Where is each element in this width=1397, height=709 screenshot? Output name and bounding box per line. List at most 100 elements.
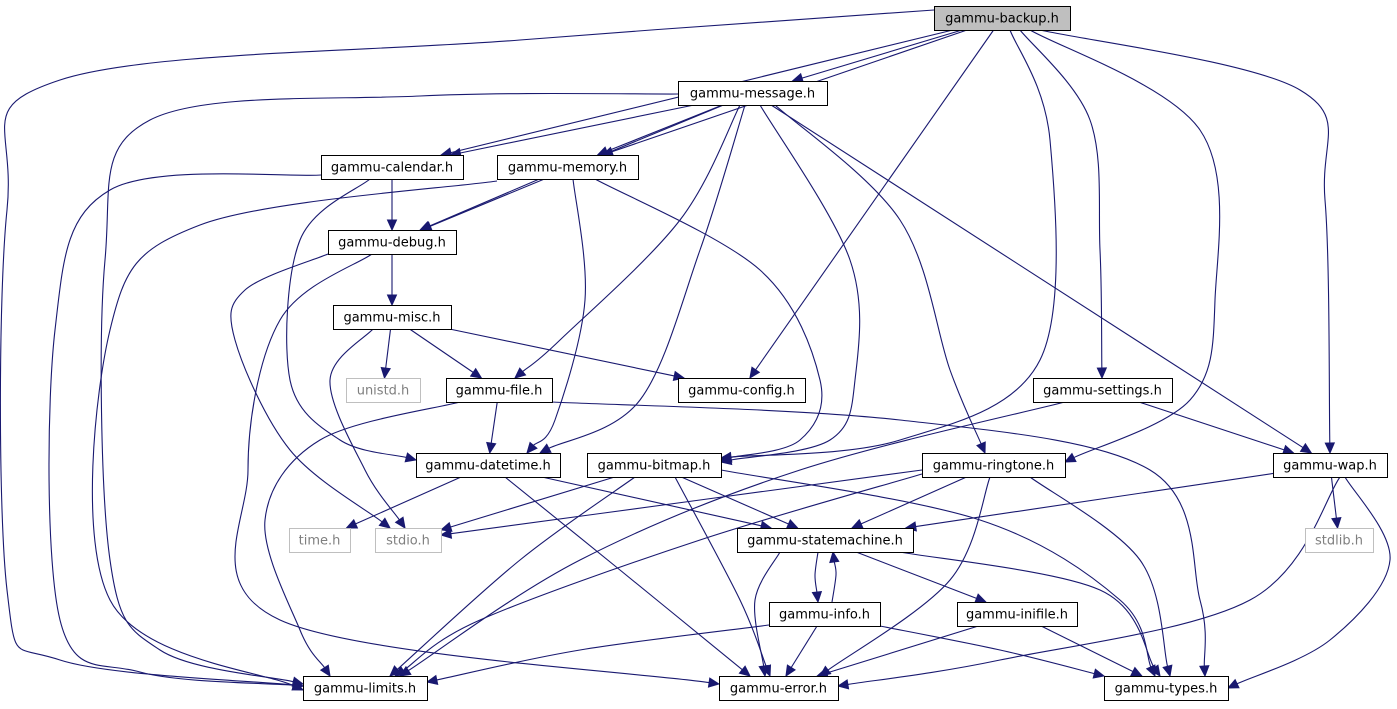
- edge-line: [594, 178, 823, 459]
- nodes-layer: gammu-backup.h gammu-message.h gammu-calen…: [289, 6, 1388, 701]
- edge-message-to-file: [514, 104, 741, 379]
- edge-debug-to-error: [234, 253, 721, 688]
- edge-line: [397, 476, 636, 670]
- node-statemachine[interactable]: gammu-statemachine.h: [737, 528, 914, 553]
- node-unistd: unistd.h: [346, 378, 421, 403]
- node-label: gammu-error.h: [730, 682, 827, 697]
- node-box: [333, 305, 452, 330]
- edge-statemachine-to-error: [753, 551, 781, 678]
- arrowhead: [380, 366, 391, 380]
- edge-line: [801, 29, 963, 79]
- edge-line: [408, 401, 1066, 672]
- arrowhead: [526, 441, 538, 454]
- node-box: [1033, 378, 1173, 403]
- edge-misc-to-config: [449, 328, 686, 382]
- node-box: [1104, 676, 1229, 701]
- edge-line: [1039, 29, 1331, 444]
- arrowhead: [1096, 367, 1108, 380]
- node-label: gammu-file.h: [456, 384, 543, 399]
- node-label: stdio.h: [386, 534, 430, 549]
- node-message[interactable]: gammu-message.h: [678, 81, 828, 106]
- edge-inifile-to-error: [816, 625, 979, 678]
- edge-line: [533, 178, 586, 446]
- edge-line: [504, 476, 743, 671]
- node-label: gammu-message.h: [690, 87, 815, 102]
- arrowhead: [976, 441, 986, 455]
- edge-line: [860, 476, 967, 525]
- edge-line: [879, 625, 1095, 675]
- node-config[interactable]: gammu-config.h: [678, 378, 806, 403]
- edge-line: [855, 551, 977, 599]
- edge-line: [264, 401, 461, 668]
- node-calendar[interactable]: gammu-calendar.h: [321, 155, 464, 180]
- edge-calendar-to-debug: [386, 179, 398, 232]
- edge-memory-to-debug: [418, 178, 540, 231]
- edge-backup-to-settings: [1019, 29, 1108, 380]
- arrowhead: [1130, 666, 1143, 677]
- node-wap[interactable]: gammu-wap.h: [1273, 453, 1388, 478]
- node-inifile[interactable]: gammu-inifile.h: [957, 602, 1078, 627]
- edge-line: [450, 476, 615, 528]
- edge-memory-to-limits: [91, 180, 498, 691]
- edge-misc-to-file: [409, 328, 483, 379]
- node-debug[interactable]: gammu-debug.h: [328, 230, 457, 255]
- edge-line: [1029, 29, 1221, 459]
- edge-line: [548, 104, 746, 449]
- edge-line: [847, 476, 1341, 685]
- edge-line: [329, 328, 400, 521]
- edge-bitmap-to-stdio: [439, 476, 615, 532]
- node-file[interactable]: gammu-file.h: [446, 378, 553, 403]
- edge-settings-to-wap: [1138, 401, 1295, 455]
- edge-misc-to-stdio: [329, 328, 406, 530]
- edge-backup-to-config: [749, 29, 995, 379]
- node-memory[interactable]: gammu-memory.h: [497, 155, 639, 180]
- edge-line: [436, 624, 770, 681]
- edge-line: [770, 104, 1304, 449]
- node-label: stdlib.h: [1315, 534, 1363, 549]
- node-backup[interactable]: gammu-backup.h: [934, 6, 1071, 31]
- node-error[interactable]: gammu-error.h: [719, 676, 839, 701]
- node-bitmap[interactable]: gammu-bitmap.h: [587, 453, 722, 478]
- edge-message-to-datetime: [538, 104, 746, 454]
- edge-line: [755, 29, 995, 371]
- edge-line: [234, 253, 710, 684]
- arrowhead: [386, 219, 398, 232]
- edge-wap-to-types: [1226, 476, 1391, 689]
- edge-statemachine-to-types: [899, 551, 1161, 677]
- arrowhead: [785, 518, 799, 529]
- edge-bitmap-to-limits: [389, 476, 636, 677]
- node-limits[interactable]: gammu-limits.h: [303, 676, 428, 701]
- edge-datetime-to-time: [345, 476, 462, 529]
- edge-line: [1029, 476, 1169, 667]
- edge-line: [674, 476, 767, 667]
- node-box: [497, 155, 639, 180]
- node-misc[interactable]: gammu-misc.h: [333, 305, 452, 330]
- edge-line: [551, 401, 1206, 667]
- node-label: gammu-config.h: [688, 384, 795, 399]
- edge-file-to-datetime: [486, 401, 498, 455]
- node-datetime[interactable]: gammu-datetime.h: [416, 453, 561, 478]
- arrowhead: [749, 366, 761, 379]
- node-box: [957, 602, 1078, 627]
- node-types[interactable]: gammu-types.h: [1104, 676, 1229, 701]
- edges-layer: [0, 9, 1391, 691]
- arrowhead: [758, 664, 769, 678]
- edge-line: [409, 328, 474, 373]
- edge-line: [790, 625, 818, 668]
- edge-datetime-to-statemachine: [541, 476, 773, 531]
- edge-statemachine-to-info: [811, 551, 823, 604]
- edge-backup-to-ringtone: [1029, 29, 1221, 463]
- edge-inifile-to-types: [1040, 625, 1143, 677]
- node-box: [678, 81, 828, 106]
- node-info[interactable]: gammu-info.h: [769, 602, 881, 627]
- arrowhead: [1063, 452, 1077, 463]
- edge-info-to-statemachine: [829, 550, 840, 603]
- node-settings[interactable]: gammu-settings.h: [1033, 378, 1173, 403]
- edge-misc-to-unistd: [380, 328, 392, 380]
- edge-memory-to-datetime: [526, 178, 586, 454]
- node-box: [328, 230, 457, 255]
- edge-message-to-bitmap: [719, 104, 861, 466]
- node-label: gammu-info.h: [779, 608, 870, 623]
- node-ringtone[interactable]: gammu-ringtone.h: [922, 453, 1066, 478]
